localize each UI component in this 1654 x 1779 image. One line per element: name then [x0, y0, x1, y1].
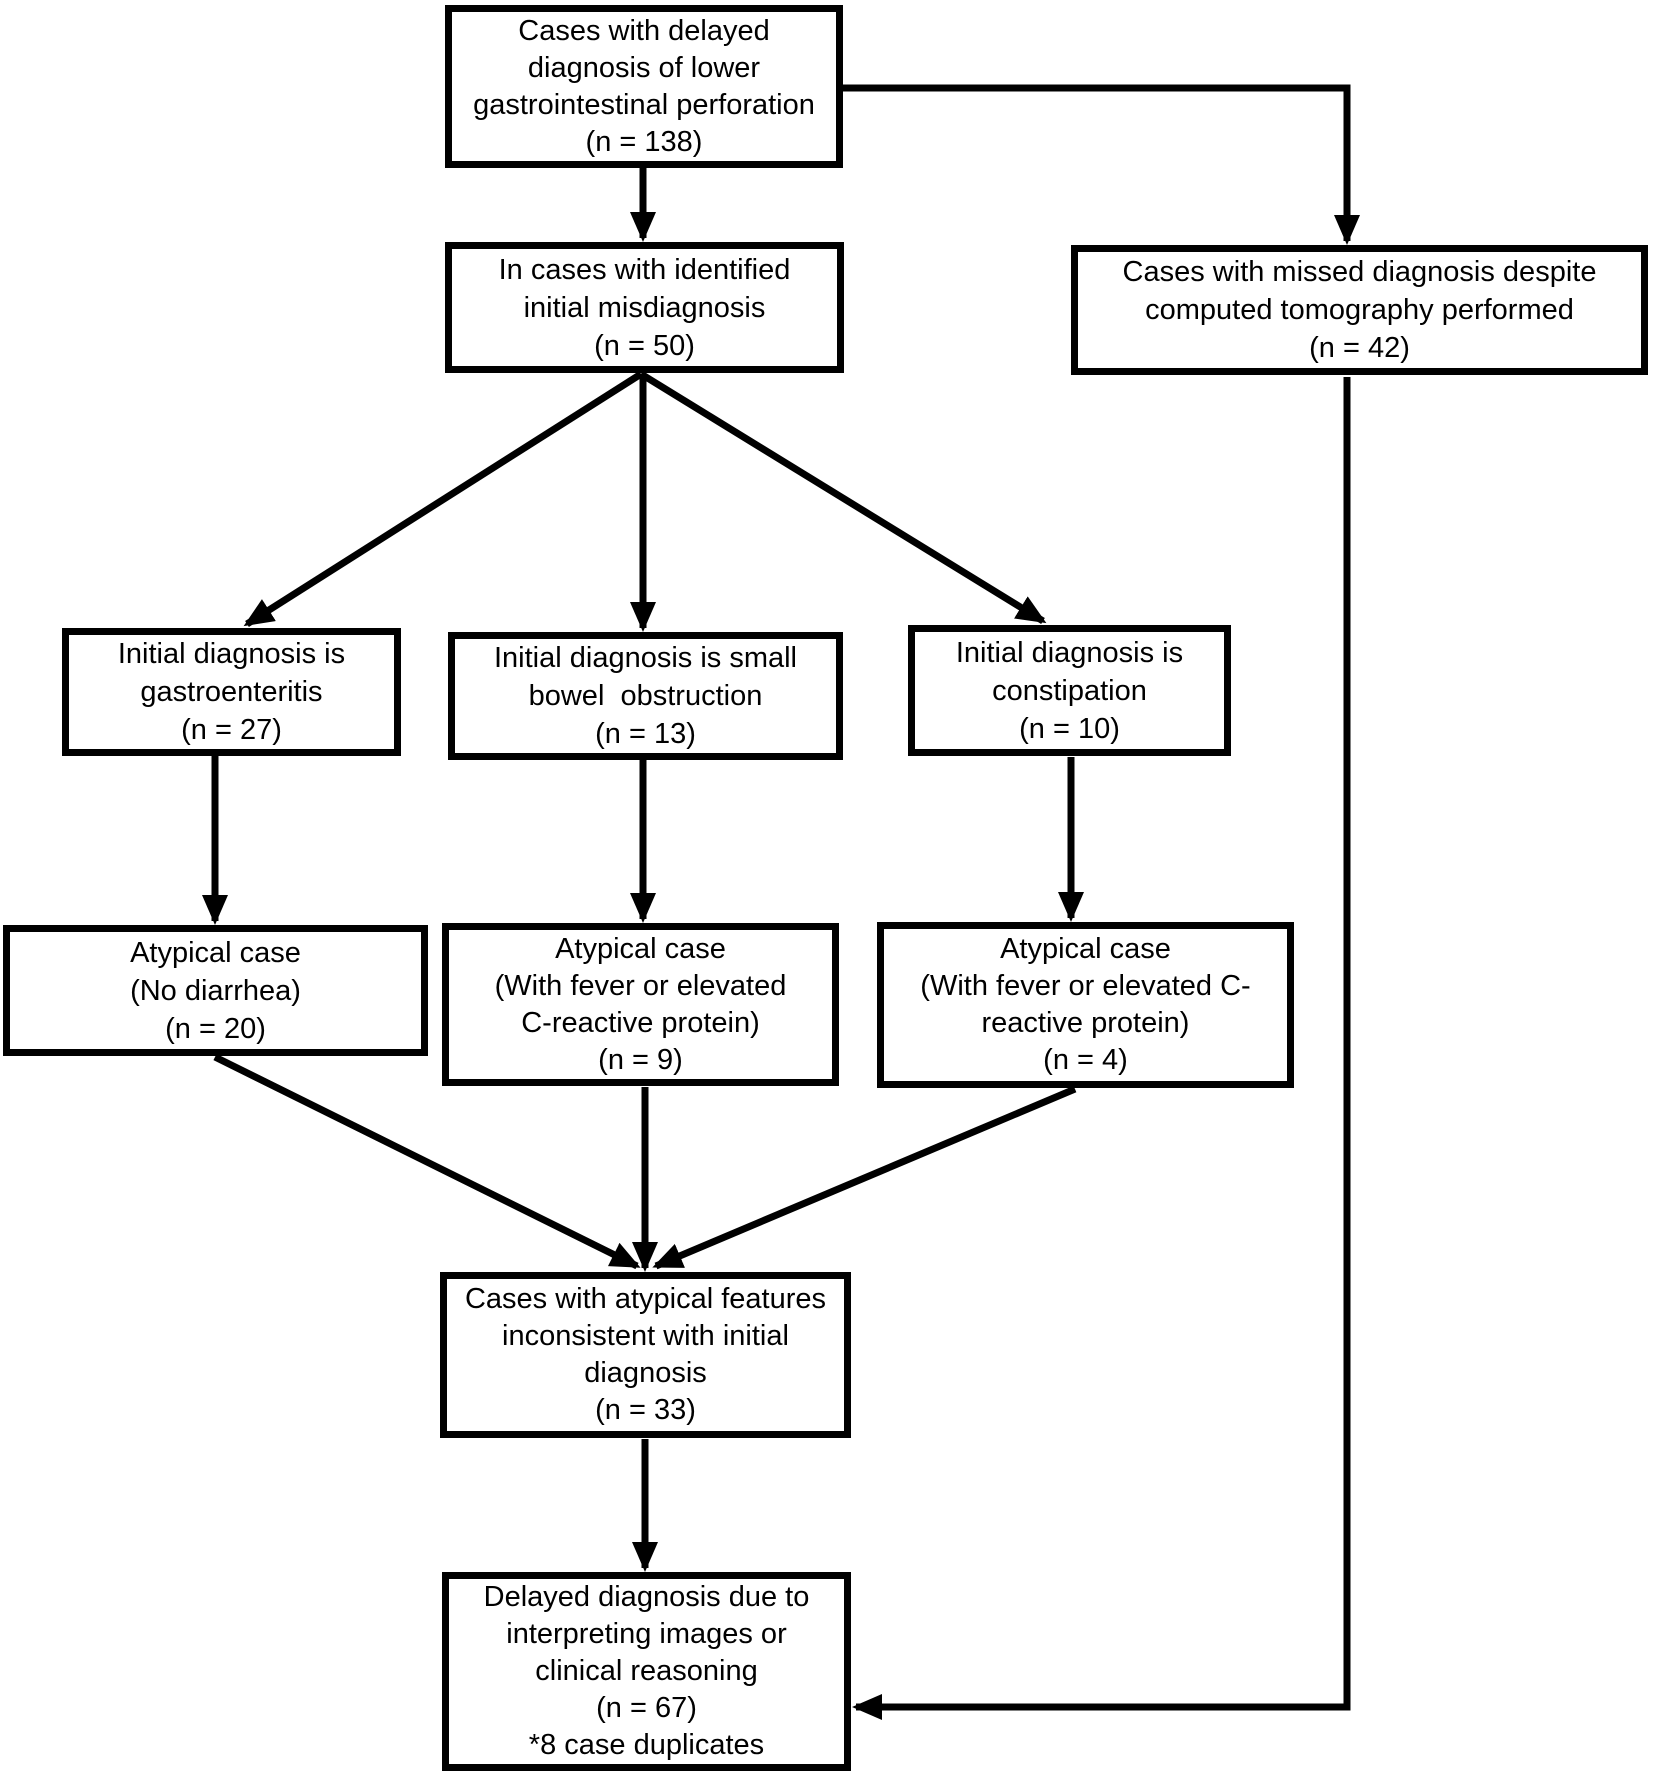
arrow-misdiagnosis-to-constipation	[639, 371, 1047, 624]
node-dx-small-bowel-obstruction: Initial diagnosis is small bowel obstruc…	[448, 632, 843, 760]
node-initial-misdiagnosis: In cases with identified initial misdiag…	[445, 242, 844, 373]
node-atypical-fever-crp-4: Atypical case (With fever or elevated C-…	[877, 922, 1294, 1088]
node-dx-gastroenteritis: Initial diagnosis is gastroenteritis (n …	[62, 628, 401, 756]
node-delayed-total: Cases with delayed diagnosis of lower ga…	[445, 5, 843, 168]
node-final-delayed-diagnosis: Delayed diagnosis due to interpreting im…	[442, 1572, 851, 1771]
arrow-atypical3-to-features	[652, 1085, 1077, 1270]
node-atypical-no-diarrhea: Atypical case (No diarrhea) (n = 20)	[3, 925, 428, 1056]
node-dx-constipation: Initial diagnosis is constipation (n = 1…	[908, 625, 1231, 756]
node-missed-despite-ct: Cases with missed diagnosis despite comp…	[1071, 245, 1648, 375]
arrow-total-to-ct-missed	[842, 84, 1360, 245]
arrow-atypical1-to-features	[213, 1053, 641, 1270]
arrow-misdiagnosis-to-gastroenteritis	[243, 371, 643, 627]
node-atypical-features: Cases with atypical features inconsisten…	[440, 1272, 851, 1438]
node-atypical-fever-crp-9: Atypical case (With fever or elevated C-…	[442, 923, 839, 1086]
